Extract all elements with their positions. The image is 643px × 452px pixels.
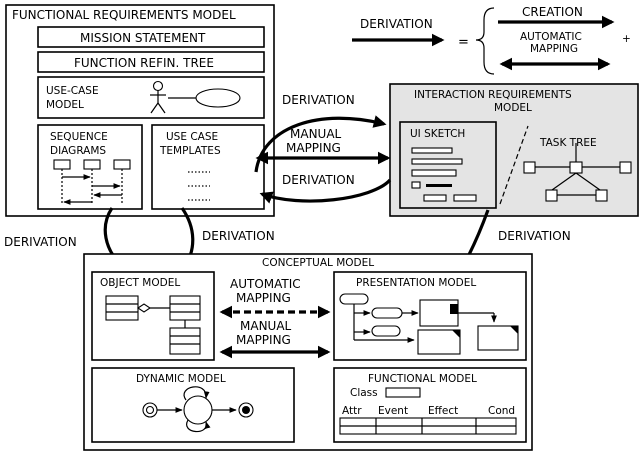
left-derivation-label: DERIVATION	[4, 235, 77, 249]
legend-equals: =	[458, 35, 469, 50]
functional-requirements-model: FUNCTIONAL REQUIREMENTS MODEL MISSION ST…	[5, 4, 275, 217]
actor-icon	[150, 80, 166, 114]
legend-automatic-label-2: MAPPING	[530, 43, 578, 55]
col-event: Event	[378, 405, 408, 417]
derivation-irm-to-frm-arrow	[259, 178, 392, 204]
object-model-icon	[105, 295, 201, 355]
legend-derivation-label: DERIVATION	[360, 17, 433, 31]
center-derivation-label: DERIVATION	[202, 229, 275, 243]
ui-sketch-box	[399, 121, 497, 209]
task-tree-label: TASK TREE	[539, 137, 597, 149]
functional-model-label: FUNCTIONAL MODEL	[368, 373, 477, 385]
task-tree-icon	[523, 143, 632, 202]
col-cond: Cond	[488, 405, 515, 417]
ui-sketch-widgets	[411, 147, 477, 202]
col-effect: Effect	[428, 405, 458, 417]
presentation-model-label: PRESENTATION MODEL	[356, 277, 476, 289]
downward-derivations: DERIVATION DERIVATION DERIVATION	[4, 207, 571, 271]
legend-plus: +	[622, 33, 631, 45]
sequence-diagrams-label-1: SEQUENCE	[50, 131, 108, 143]
function-tree-box	[37, 51, 265, 73]
middle-manual-label-2: MAPPING	[286, 141, 341, 155]
legend: DERIVATION = CREATION + AUTOMATIC MAPPIN…	[352, 5, 631, 75]
use-case-templates-label-1: USE CASE	[166, 131, 218, 143]
sequence-diagram-icon	[53, 159, 131, 205]
irm-separator	[499, 125, 529, 205]
irm-title-1: INTERACTION REQUIREMENTS	[414, 89, 572, 101]
conceptual-model: CONCEPTUAL MODEL OBJECT MODEL AUTOMATIC …	[83, 253, 533, 451]
template-dots	[188, 171, 210, 201]
frm-title: FUNCTIONAL REQUIREMENTS MODEL	[12, 8, 236, 22]
mission-statement-label: MISSION STATEMENT	[80, 31, 206, 45]
cm-manual-label-2: MAPPING	[236, 333, 291, 347]
legend-creation-label: CREATION	[522, 5, 583, 19]
cm-automatic-label-1: AUTOMATIC	[230, 277, 301, 291]
cm-automatic-label-2: MAPPING	[236, 291, 291, 305]
function-tree-label: FUNCTION REFIN. TREE	[74, 56, 214, 70]
cm-manual-label-1: MANUAL	[240, 319, 292, 333]
middle-derivation-top-label: DERIVATION	[282, 93, 355, 107]
use-case-model-label-1: USE-CASE	[46, 85, 99, 97]
class-field	[385, 387, 421, 398]
dynamic-model-label: DYNAMIC MODEL	[136, 373, 226, 385]
interaction-requirements-model: INTERACTION REQUIREMENTS MODEL UI SKETCH…	[389, 83, 639, 217]
middle-derivation-bottom-label: DERIVATION	[282, 173, 355, 187]
functional-table	[339, 417, 517, 435]
use-case-templates-label-2: TEMPLATES	[159, 145, 221, 157]
mission-statement-box	[37, 26, 265, 48]
sequence-diagrams-label-2: DIAGRAMS	[50, 145, 106, 157]
class-label: Class	[350, 387, 378, 399]
state-machine-icon	[142, 386, 254, 433]
irm-title-2: MODEL	[494, 102, 532, 114]
use-case-ellipse	[195, 88, 241, 108]
legend-automatic-label-1: AUTOMATIC	[520, 31, 582, 43]
ui-sketch-label: UI SKETCH	[410, 128, 465, 140]
legend-brace	[475, 7, 495, 75]
cm-title: CONCEPTUAL MODEL	[262, 257, 374, 269]
col-attr: Attr	[342, 405, 362, 417]
object-model-label: OBJECT MODEL	[100, 277, 180, 289]
middle-arrows: DERIVATION MANUAL MAPPING DERIVATION	[254, 93, 392, 204]
middle-manual-label-1: MANUAL	[290, 127, 342, 141]
presentation-model-icon	[339, 293, 519, 355]
right-derivation-label: DERIVATION	[498, 229, 571, 243]
use-case-templates-box	[151, 124, 265, 210]
use-case-model-label-2: MODEL	[46, 99, 84, 111]
